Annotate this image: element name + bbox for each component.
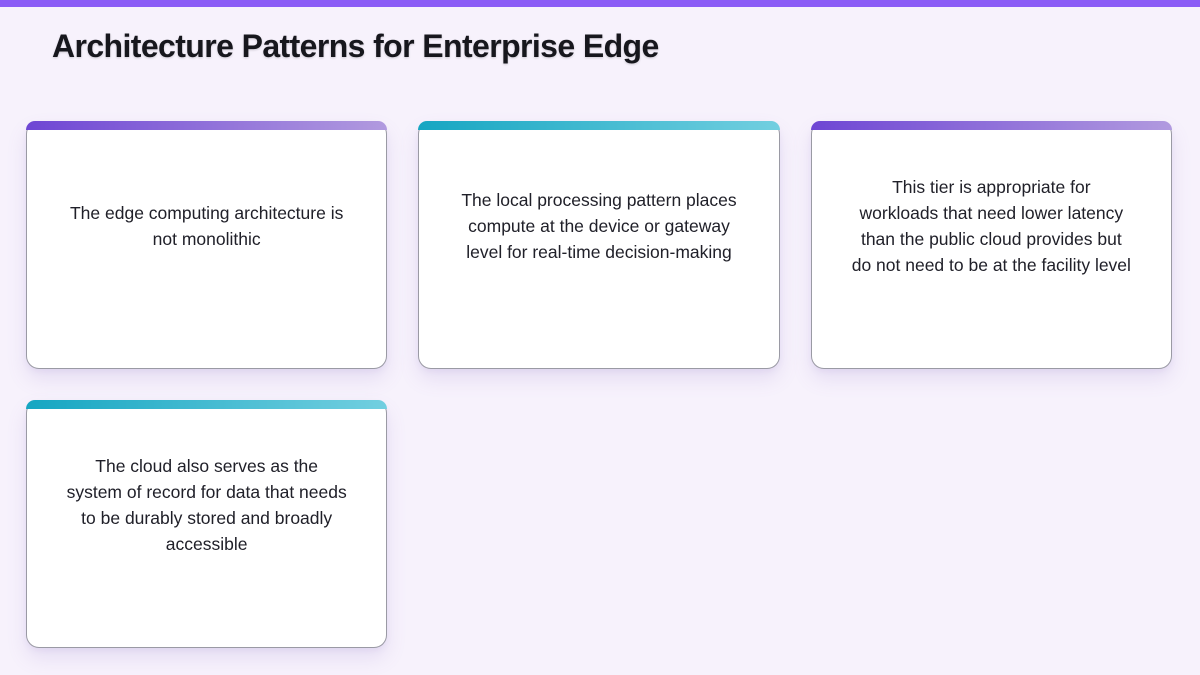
card-local-processing[interactable]: The local processing pattern places comp… — [418, 121, 780, 369]
card-accent-strip — [418, 121, 780, 130]
card-edge-architecture[interactable]: The edge computing architecture is not m… — [26, 121, 388, 369]
card-grid: The edge computing architecture is not m… — [26, 121, 1172, 648]
card-accent-strip — [26, 121, 388, 130]
card-latency-tier[interactable]: This tier is appropriate for workloads t… — [810, 121, 1172, 369]
card-cloud-system-of-record[interactable]: The cloud also serves as the system of r… — [26, 400, 388, 648]
card-text: The edge computing architecture is not m… — [69, 203, 344, 249]
card-text: This tier is appropriate for workloads t… — [851, 177, 1131, 275]
card-accent-strip — [810, 121, 1172, 130]
card-text: The local processing pattern places comp… — [461, 190, 737, 262]
card-accent-strip — [26, 400, 388, 409]
page-title: Architecture Patterns for Enterprise Edg… — [52, 28, 659, 64]
page-accent-top-bar — [0, 0, 1200, 7]
card-text: The cloud also serves as the system of r… — [66, 456, 347, 554]
